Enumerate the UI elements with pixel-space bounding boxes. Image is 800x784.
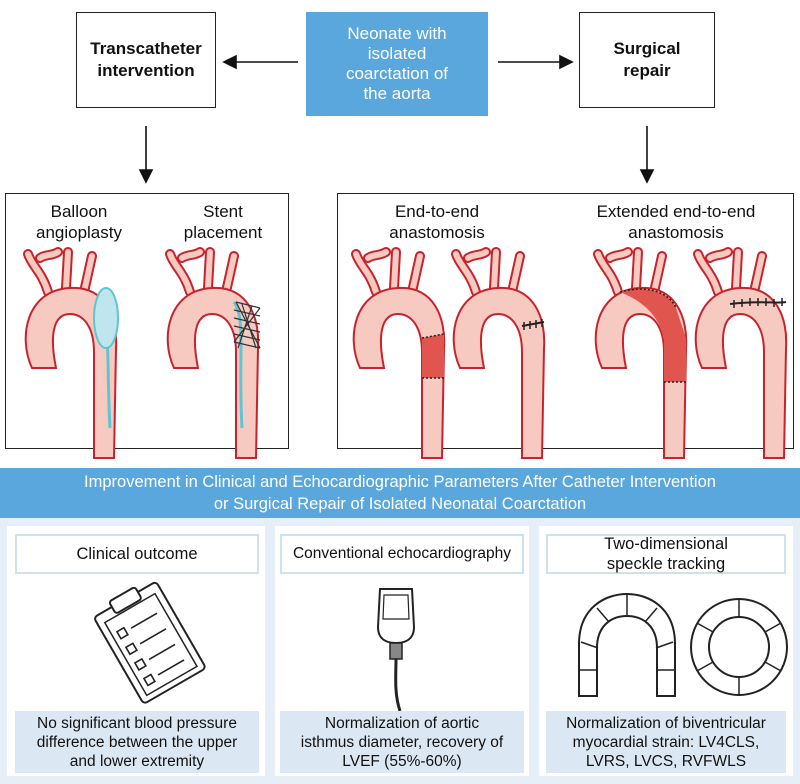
balloon-angioplasty-caption: Balloon angioplasty <box>35 202 122 242</box>
clinical-outcome-footer-text: No significant blood pressure difference… <box>36 714 238 770</box>
end-to-end-caption: End-to-end anastomosis <box>389 202 485 242</box>
transcatheter-intervention-box: Transcatheter intervention <box>76 12 216 108</box>
surgical-repair-label: Surgical repair <box>613 39 681 80</box>
balloon-aorta <box>26 252 118 458</box>
stent-placement-caption: Stent placement <box>183 202 263 242</box>
end-to-end-aorta-before <box>354 252 444 458</box>
neonate-coarctation-label: Neonate with isolated coarctation of the… <box>345 24 449 103</box>
clinical-outcome-header: Clinical outcome <box>15 534 259 574</box>
conventional-echo-footer-text: Normalization of aortic isthmus diameter… <box>300 714 504 770</box>
clinical-outcome-footer: No significant blood pressure difference… <box>15 711 259 773</box>
neonate-coarctation-box: Neonate with isolated coarctation of the… <box>306 12 488 116</box>
aorta-illustrations <box>0 0 800 460</box>
banner-line-2: or Surgical Repair of Isolated Neonatal … <box>213 495 587 513</box>
conventional-echo-header: Conventional echocardiography <box>280 534 524 574</box>
banner-line-1: Improvement in Clinical and Echocardiogr… <box>84 473 716 491</box>
speckle-tracking-header: Two-dimensional speckle tracking <box>546 534 786 574</box>
end-to-end-aorta-after <box>454 252 544 458</box>
conventional-echo-footer: Normalization of aortic isthmus diameter… <box>280 711 524 773</box>
stent-aorta <box>168 252 260 458</box>
extended-end-to-end-caption: Extended end-to-end anastomosis <box>596 202 756 242</box>
speckle-tracking-footer: Normalization of biventricular myocardia… <box>546 711 786 773</box>
extended-aorta-before <box>596 252 686 458</box>
results-banner: Improvement in Clinical and Echocardiogr… <box>0 468 800 518</box>
clipboard-icon <box>94 581 206 704</box>
ultrasound-probe-icon <box>376 588 416 712</box>
flow-arrows <box>138 54 655 184</box>
surgical-repair-box: Surgical repair <box>579 12 715 108</box>
transcatheter-intervention-label: Transcatheter intervention <box>90 39 202 80</box>
extended-aorta-after <box>696 252 786 458</box>
speckle-tracking-icon <box>578 592 788 697</box>
speckle-tracking-footer-text: Normalization of biventricular myocardia… <box>566 714 766 770</box>
